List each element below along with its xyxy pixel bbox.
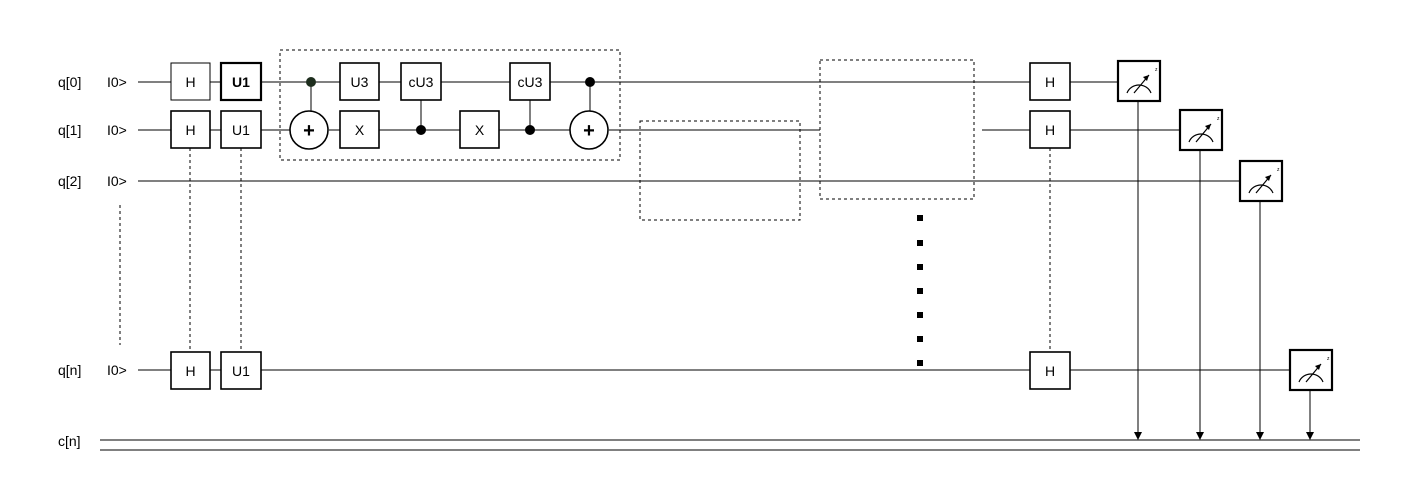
down-arrow-icon [1256,432,1264,440]
dashed-box-right [819,59,975,200]
dashed-box-entangling-block [279,49,621,161]
svg-text:H: H [1045,363,1055,379]
svg-text:H: H [185,363,195,379]
gate-h: H [1029,62,1071,101]
gate-u1: U1 [220,110,262,149]
gate-cu3: cU3 [400,62,442,101]
measurement-qn: z [1288,348,1334,440]
down-arrow-icon [1306,432,1314,440]
svg-text:X: X [355,122,365,138]
cnot-target: + [289,110,329,150]
svg-text:U3: U3 [351,74,369,90]
gate-h: H [170,62,211,101]
gate-cu3: cU3 [509,62,551,101]
svg-text:U1: U1 [232,122,250,138]
control-dot [585,77,595,87]
gate-h: H [170,110,211,149]
init-state-q1: I0> [107,122,127,138]
qubit-label-q0: q[0] [58,74,81,90]
init-state-q2: I0> [107,173,127,189]
dashed-group-boxes [279,49,975,221]
measurement-meter-icon: z [1116,59,1162,103]
dashed-box-middle [639,120,801,221]
qubit-label-q2: q[2] [58,173,81,189]
control-dot [306,77,316,87]
svg-text:X: X [475,122,485,138]
column-connectors [189,148,1051,352]
init-state-q0: I0> [107,74,127,90]
gate-h: H [1029,351,1071,390]
control-dot [416,125,426,135]
classical-label-cn: c[n] [58,433,81,449]
gate-h: H [1029,110,1071,149]
svg-text:cU3: cU3 [409,74,434,90]
svg-text:H: H [185,74,195,90]
gate-u1: U1 [219,61,263,102]
measurement-q2: z [1238,159,1284,440]
register-labels: q[0] q[1] q[2] q[n] c[n] I0> I0> I0> I0> [58,74,127,449]
measurement-meter-icon: z [1238,159,1284,203]
svg-text:H: H [1045,74,1055,90]
gate-h: H [170,351,211,390]
svg-text:+: + [303,120,315,142]
svg-text:U1: U1 [232,363,250,379]
svg-text:z: z [1155,67,1158,73]
control-dot [525,125,535,135]
classical-register-wire [100,439,1360,451]
qubit-label-qn: q[n] [58,362,81,378]
svg-text:z: z [1327,356,1330,362]
vertical-ellipsis-dots [917,215,923,366]
svg-text:U1: U1 [232,74,250,90]
measurement-q0: z [1116,59,1162,440]
svg-text:cU3: cU3 [518,74,543,90]
init-state-qn: I0> [107,362,127,378]
measurement-q1: z [1178,108,1224,440]
down-arrow-icon [1134,432,1142,440]
gate-x: X [339,110,380,149]
gate-u3: U3 [339,62,380,101]
qubit-label-q1: q[1] [58,122,81,138]
measurement-meter-icon: z [1178,108,1224,152]
svg-text:H: H [185,122,195,138]
svg-text:z: z [1217,116,1220,122]
down-arrow-icon [1196,432,1204,440]
cnot-target: + [569,110,609,150]
svg-text:H: H [1045,122,1055,138]
gate-u1: U1 [220,351,262,390]
measurement-meter-icon: z [1288,348,1334,392]
svg-text:z: z [1277,167,1280,173]
gate-x: X [459,110,500,149]
svg-text:+: + [583,120,595,142]
